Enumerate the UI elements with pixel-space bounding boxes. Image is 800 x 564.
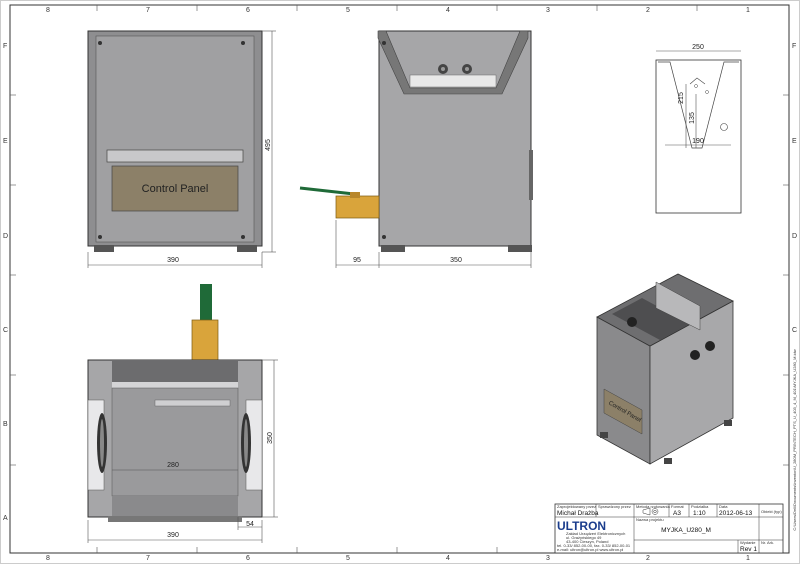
side-view: 95 350 bbox=[299, 30, 533, 268]
zone-row-label: E bbox=[3, 138, 8, 145]
dim-top-width: 390 bbox=[167, 532, 179, 539]
date-value: 2012-06-13 bbox=[719, 510, 753, 517]
dim-front-width: 390 bbox=[167, 257, 179, 264]
designed-by-label: Zaprojektowany przez bbox=[557, 504, 596, 509]
zone-col-label: 2 bbox=[646, 7, 650, 14]
ball-valve bbox=[335, 195, 380, 219]
projection-label: Metoda rzutowania bbox=[636, 504, 671, 509]
zone-row-label: C bbox=[3, 327, 8, 334]
sheet-number-label: Nr. Ark. bbox=[761, 540, 774, 545]
revision-value: Rev 1 bbox=[740, 546, 757, 553]
title-block: Zaprojektowany przez Michał Drażba Spraw… bbox=[554, 503, 784, 554]
zone-row-label: A bbox=[3, 515, 8, 522]
projection-symbol-icon bbox=[642, 507, 659, 516]
zone-row-label: C bbox=[792, 327, 797, 334]
zone-col-label: 6 bbox=[246, 555, 250, 562]
zone-col-label: 4 bbox=[446, 7, 450, 14]
dim-section-top: 250 bbox=[692, 44, 704, 51]
designed-by-value: Michał Drażba bbox=[557, 510, 599, 517]
zone-col-label: 2 bbox=[646, 555, 650, 562]
section-view: 250 215 135 190 bbox=[655, 44, 742, 214]
format-label: Format bbox=[671, 504, 685, 509]
zone-col-label: 3 bbox=[546, 555, 550, 562]
control-panel-label: Control Panel bbox=[142, 183, 209, 195]
zone-col-label: 7 bbox=[146, 555, 150, 562]
company-address-1: ul. Grażyńskiego 49 bbox=[566, 535, 602, 540]
dim-side-depth: 350 bbox=[450, 257, 462, 264]
dim-top-offset: 54 bbox=[246, 521, 254, 528]
zone-col-label: 1 bbox=[746, 7, 750, 14]
zone-row-label: D bbox=[3, 233, 8, 240]
zone-col-label: 5 bbox=[346, 555, 350, 562]
zone-columns-bottom: 8 7 6 5 4 3 2 1 bbox=[46, 555, 750, 562]
iso-view: Control Panel bbox=[596, 273, 734, 465]
zone-col-label: 8 bbox=[46, 555, 50, 562]
zone-col-label: 6 bbox=[246, 7, 250, 14]
zone-col-label: 5 bbox=[346, 7, 350, 14]
zone-row-label: E bbox=[792, 138, 797, 145]
company-subtitle: Zakład Urządzeń Elektronicznych bbox=[566, 531, 625, 536]
company-address-2: 43-400 Cieszyn, Poland bbox=[566, 539, 608, 544]
front-view: Control Panel 390 495 bbox=[87, 30, 276, 268]
zone-rows-left: F E D C B A bbox=[3, 43, 8, 522]
zone-row-label: F bbox=[3, 43, 7, 50]
date-label: Data bbox=[719, 504, 728, 509]
zone-row-label: F bbox=[792, 43, 796, 50]
zone-col-label: 1 bbox=[746, 555, 750, 562]
drawing-title: MYJKA_U280_M bbox=[661, 527, 711, 534]
company-tel: tel. 0-33/ 852-00-00, fax. 0-33/ 852-00-… bbox=[557, 543, 631, 548]
top-view: 280 350 390 54 bbox=[87, 284, 278, 543]
revision-label: Wydanie bbox=[740, 540, 756, 545]
scale-value: 1:10 bbox=[693, 510, 706, 517]
dim-section-215: 215 bbox=[678, 92, 685, 104]
dim-valve-offset: 95 bbox=[353, 257, 361, 264]
zone-row-label: B bbox=[3, 421, 8, 428]
dim-top-inner: 280 bbox=[167, 462, 179, 469]
dim-section-bottom: 190 bbox=[692, 138, 704, 145]
dim-top-depth: 350 bbox=[267, 432, 274, 444]
company-web: e-mail: ultron@ultron.pl www.ultron.pl bbox=[557, 547, 623, 552]
sheet-border bbox=[9, 4, 790, 554]
dim-section-135: 135 bbox=[689, 112, 696, 124]
zone-rows-right: F E D C bbox=[792, 43, 797, 334]
dim-front-height: 495 bbox=[265, 139, 272, 151]
zone-col-label: 3 bbox=[546, 7, 550, 14]
checked-by-label: Sprawdzony przez bbox=[598, 504, 631, 509]
company-logo: ULTRON bbox=[557, 519, 606, 533]
file-path: C:\Users\Dell\Documents\Inventor\U_280M_… bbox=[792, 349, 797, 530]
project-name-label: Nazwa projektu bbox=[636, 517, 664, 522]
scale-label: Podziałka bbox=[691, 504, 709, 509]
zone-col-label: 4 bbox=[446, 555, 450, 562]
format-value: A3 bbox=[673, 510, 681, 517]
zone-col-label: 7 bbox=[146, 7, 150, 14]
control-panel-plate bbox=[111, 165, 239, 212]
zone-columns-top: 8 7 6 5 4 3 2 1 bbox=[46, 7, 750, 14]
zone-col-label: 8 bbox=[46, 7, 50, 14]
zone-row-label: D bbox=[792, 233, 797, 240]
sheet-type-label: Obiekt (typ) bbox=[761, 509, 782, 514]
